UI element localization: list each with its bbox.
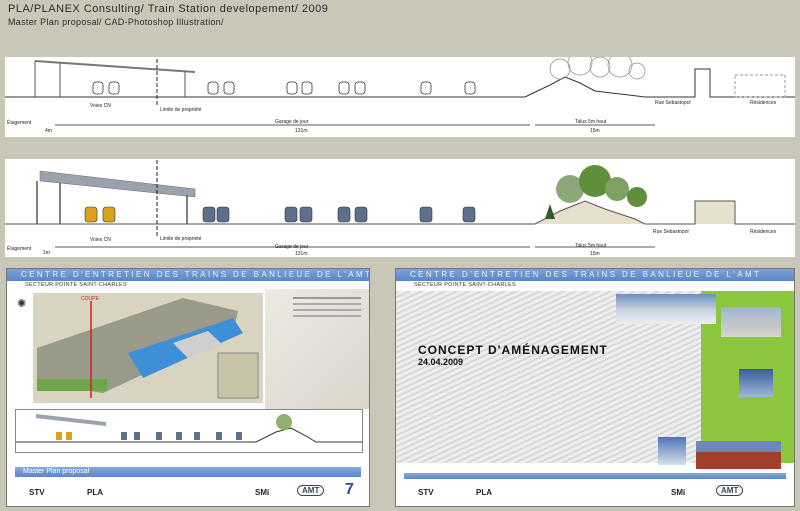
board-header: CENTRE D'ENTRETIEN DES TRAINS DE BANLIEU… bbox=[7, 269, 369, 281]
cad-drawing bbox=[5, 57, 795, 126]
label-voies: Voies CN bbox=[90, 103, 111, 109]
section-elevation-render: Voies CN Limite de propriété Étagement 1… bbox=[5, 159, 795, 257]
logo-pla: PLA bbox=[87, 488, 103, 497]
board-footer-bar: Master Plan proposal bbox=[15, 467, 361, 477]
logo-stv-2: STV bbox=[418, 488, 434, 497]
board-master-plan: CENTRE D'ENTRETIEN DES TRAINS DE BANLIEU… bbox=[6, 268, 370, 507]
label-etagement-2: Étagement bbox=[7, 246, 32, 252]
board-footer-bar-2 bbox=[404, 473, 786, 479]
logo-stv: STV bbox=[29, 488, 45, 497]
logo-smi: SMi bbox=[255, 488, 270, 497]
label-talus: Talus 5m haut bbox=[575, 119, 607, 125]
dim-garage: 131m bbox=[295, 128, 308, 134]
board-header-2: CENTRE D'ENTRETIEN DES TRAINS DE BANLIEU… bbox=[396, 269, 794, 281]
mini-elevation bbox=[15, 409, 363, 453]
label-residences: Résidences bbox=[750, 100, 777, 106]
label-etagement: Étagement bbox=[7, 120, 32, 126]
concept-title: CONCEPT D'AMÉNAGEMENT bbox=[418, 343, 608, 357]
legend-text-block bbox=[293, 293, 361, 333]
compass-icon: ✺ bbox=[17, 298, 27, 310]
board-sector-2: SECTEUR POINTE SAINT-CHARLES bbox=[414, 282, 516, 288]
photo-bottom-left bbox=[658, 437, 686, 465]
label-talus-2: Talus 5m haut bbox=[575, 243, 607, 249]
photo-middle bbox=[739, 369, 773, 397]
logo-amt-2: AMT bbox=[716, 485, 744, 496]
section-elevation-cad: Voies CN Limite de propriété Étagement 4… bbox=[5, 57, 795, 137]
render-drawing bbox=[5, 159, 795, 248]
page-title: PLA/PLANEX Consulting/ Train Station dev… bbox=[8, 3, 329, 15]
label-limite-2: Limite de propriété bbox=[160, 236, 202, 242]
site-plan-image: COUPE bbox=[33, 293, 263, 403]
dim-talus: 15m bbox=[590, 128, 600, 134]
page-number: 7 bbox=[345, 481, 354, 498]
photo-bottom-right bbox=[696, 441, 781, 469]
page-subtitle: Master Plan proposal/ CAD-Photoshop Illu… bbox=[8, 17, 224, 27]
logo-smi-2: SMi bbox=[671, 488, 686, 497]
photo-right bbox=[721, 307, 781, 337]
logo-amt: AMT bbox=[297, 485, 325, 496]
dim-garage-2: 131m bbox=[295, 251, 308, 257]
label-residences-2: Résidences bbox=[750, 229, 777, 235]
dim-talus-2: 15m bbox=[590, 251, 600, 257]
label-rue: Rue Sebastopol bbox=[655, 100, 691, 106]
label-garage-2: Garage de jour bbox=[275, 244, 309, 250]
label-garage: Garage de jour bbox=[275, 119, 309, 125]
label-limite: Limite de propriété bbox=[160, 107, 202, 113]
board-concept: CENTRE D'ENTRETIEN DES TRAINS DE BANLIEU… bbox=[395, 268, 795, 507]
logo-pla-2: PLA bbox=[476, 488, 492, 497]
dim-small-2: 1m bbox=[43, 250, 50, 256]
concept-date: 24.04.2009 bbox=[418, 357, 464, 367]
dim-small: 4m bbox=[45, 128, 52, 134]
plan-label: COUPE bbox=[81, 296, 99, 302]
board-sector: SECTEUR POINTE SAINT-CHARLES bbox=[25, 282, 127, 288]
label-rue-2: Rue Sebastopol bbox=[653, 229, 689, 235]
label-voies-2: Voies CN bbox=[90, 237, 111, 243]
photo-top bbox=[616, 294, 716, 324]
